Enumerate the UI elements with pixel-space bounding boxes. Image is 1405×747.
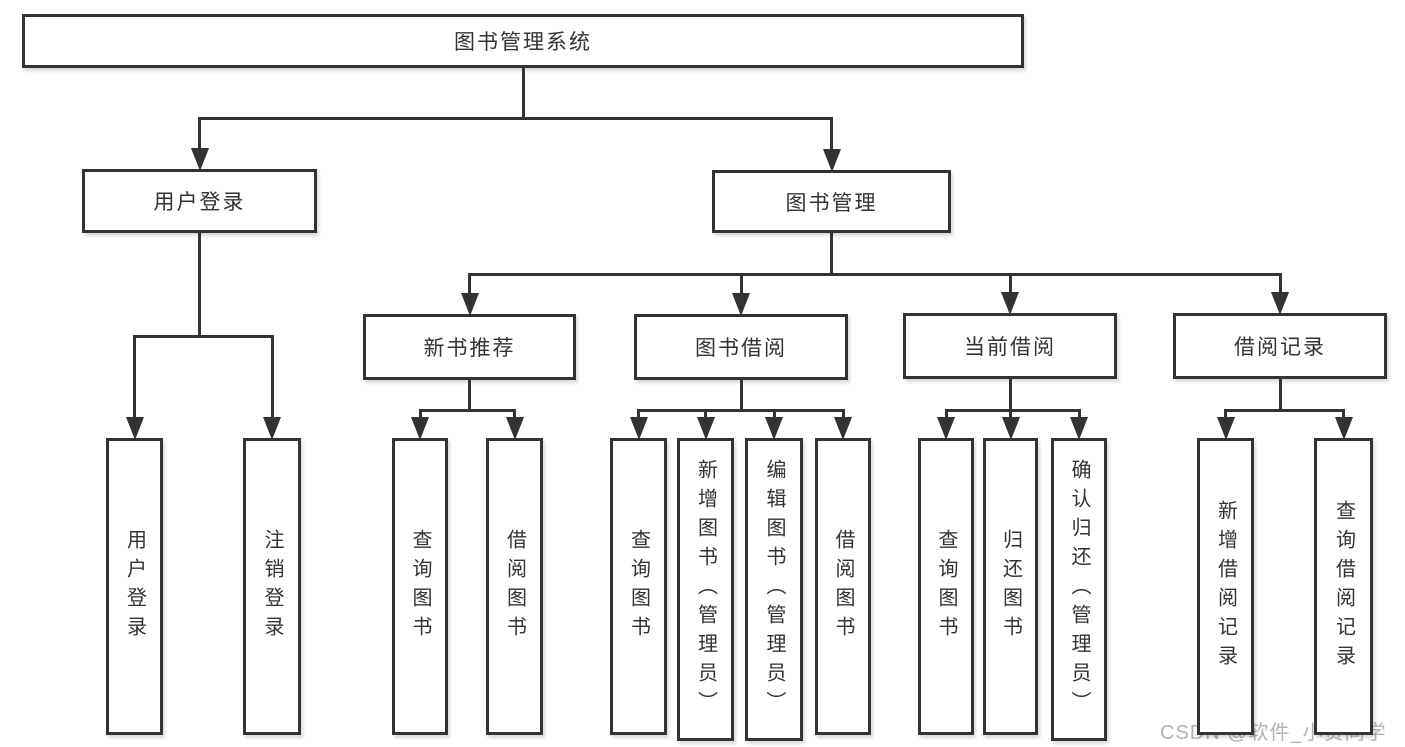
edge-bar-root (198, 116, 833, 120)
edge-bar-user-login (133, 334, 274, 338)
node-leaf-query-book-1: 查询图书 (392, 438, 448, 735)
edge-drop-root (521, 66, 525, 118)
node-label-book-mgmt: 图书管理 (785, 191, 878, 215)
node-book-mgmt: 图书管理 (712, 170, 951, 233)
arrowhead-leaf-borrow-book-2 (834, 417, 852, 440)
edge-line-leaf-confirm-return (1077, 410, 1081, 420)
node-label-leaf-add-book: 新增图书（管理员） (694, 459, 717, 720)
arrowhead-leaf-query-book-2 (629, 417, 648, 440)
node-book-borrow: 图书借阅 (634, 314, 848, 380)
node-label-leaf-query-record: 查询借阅记录 (1332, 499, 1355, 674)
arrowhead-book-mgmt (822, 149, 841, 172)
node-label-user-login: 用户登录 (153, 191, 246, 214)
edge-line-leaf-query-book-2 (637, 410, 640, 420)
node-label-leaf-query-book-1: 查询图书 (409, 528, 431, 645)
edge-bar-book-borrow (637, 408, 845, 412)
edge-line-leaf-logout (270, 336, 274, 420)
node-leaf-query-record: 查询借阅记录 (1314, 438, 1373, 735)
node-label-leaf-query-book-2: 查询图书 (627, 528, 650, 645)
node-current-borrow: 当前借阅 (903, 313, 1117, 379)
arrowhead-leaf-query-record (1334, 417, 1353, 440)
node-leaf-edit-book: 编辑图书（管理员） (745, 438, 803, 741)
arrowhead-new-book-rec (460, 293, 479, 316)
node-root: 图书管理系统 (22, 14, 1024, 68)
arrowhead-current-borrow (1001, 292, 1019, 315)
edge-bar-new-book-rec (418, 408, 516, 412)
node-label-book-borrow: 图书借阅 (695, 337, 787, 360)
edge-line-user-login (198, 118, 201, 151)
arrowhead-leaf-query-book-1 (411, 417, 429, 440)
arrowhead-leaf-return-book (1001, 417, 1020, 440)
edge-bar-book-mgmt (468, 272, 1282, 276)
node-label-current-borrow: 当前借阅 (964, 336, 1056, 359)
edge-line-leaf-edit-book (772, 410, 776, 420)
edge-line-new-book-rec (468, 274, 471, 296)
node-leaf-logout: 注销登录 (243, 438, 301, 735)
arrowhead-borrow-records (1271, 292, 1289, 315)
edge-drop-book-borrow (739, 378, 743, 410)
arrowhead-leaf-query-book-3 (937, 417, 955, 440)
arrowhead-book-borrow (732, 293, 750, 316)
node-leaf-query-book-3: 查询图书 (918, 438, 974, 735)
node-label-leaf-logout: 注销登录 (261, 528, 283, 645)
node-leaf-user-login: 用户登录 (106, 438, 163, 735)
edge-line-leaf-query-book-3 (944, 410, 948, 420)
edge-line-borrow-records (1278, 274, 1282, 295)
edge-line-leaf-borrow-book-1 (513, 410, 516, 420)
edge-line-leaf-user-login (133, 336, 136, 420)
arrowhead-leaf-confirm-return (1070, 417, 1088, 440)
edge-bar-current-borrow (944, 408, 1081, 412)
edge-bar-borrow-records (1224, 408, 1345, 412)
node-borrow-records: 借阅记录 (1173, 313, 1387, 379)
arrowhead-user-login (190, 148, 209, 171)
edge-drop-current-borrow (1008, 377, 1012, 410)
arrowhead-leaf-edit-book (765, 417, 783, 440)
edge-line-leaf-add-book (704, 410, 707, 420)
node-label-leaf-borrow-book-2: 借阅图书 (832, 528, 854, 645)
node-label-borrow-records: 借阅记录 (1234, 336, 1326, 359)
node-leaf-add-book: 新增图书（管理员） (677, 438, 734, 741)
edge-line-current-borrow (1008, 274, 1012, 295)
edge-line-book-mgmt (830, 118, 833, 152)
node-label-new-book-rec: 新书推荐 (423, 337, 516, 360)
node-label-leaf-add-record: 新增借阅记录 (1214, 499, 1237, 674)
arrowhead-leaf-logout (263, 417, 281, 440)
node-label-leaf-edit-book: 编辑图书（管理员） (763, 459, 785, 720)
edge-line-leaf-query-book-1 (418, 410, 422, 420)
arrowhead-leaf-add-book (696, 417, 715, 440)
node-leaf-confirm-return: 确认归还（管理员） (1051, 438, 1107, 741)
node-label-leaf-borrow-book-1: 借阅图书 (503, 528, 526, 645)
node-label-leaf-user-login: 用户登录 (123, 528, 146, 645)
node-leaf-add-record: 新增借阅记录 (1197, 438, 1254, 735)
edge-line-leaf-query-record (1342, 410, 1345, 420)
node-label-root: 图书管理系统 (454, 31, 592, 54)
node-new-book-rec: 新书推荐 (363, 314, 576, 380)
edge-drop-user-login (198, 231, 201, 336)
node-leaf-return-book: 归还图书 (983, 438, 1038, 735)
edge-line-leaf-borrow-book-2 (841, 410, 845, 420)
edge-line-book-borrow (739, 274, 743, 296)
edge-drop-new-book-rec (468, 378, 471, 410)
node-label-leaf-return-book: 归还图书 (999, 528, 1022, 645)
node-label-leaf-query-book-3: 查询图书 (935, 528, 957, 645)
edge-line-leaf-add-record (1224, 410, 1227, 420)
node-user-login: 用户登录 (82, 169, 317, 233)
node-leaf-borrow-book-1: 借阅图书 (486, 438, 543, 735)
arrowhead-leaf-borrow-book-1 (505, 417, 524, 440)
arrowhead-leaf-add-record (1216, 417, 1235, 440)
node-leaf-borrow-book-2: 借阅图书 (815, 438, 871, 735)
edge-drop-book-mgmt (830, 231, 833, 274)
edge-line-leaf-return-book (1009, 410, 1012, 420)
arrowhead-leaf-user-login (125, 417, 144, 440)
node-label-leaf-confirm-return: 确认归还（管理员） (1068, 459, 1090, 720)
node-leaf-query-book-2: 查询图书 (610, 438, 667, 735)
edge-drop-borrow-records (1278, 377, 1282, 410)
